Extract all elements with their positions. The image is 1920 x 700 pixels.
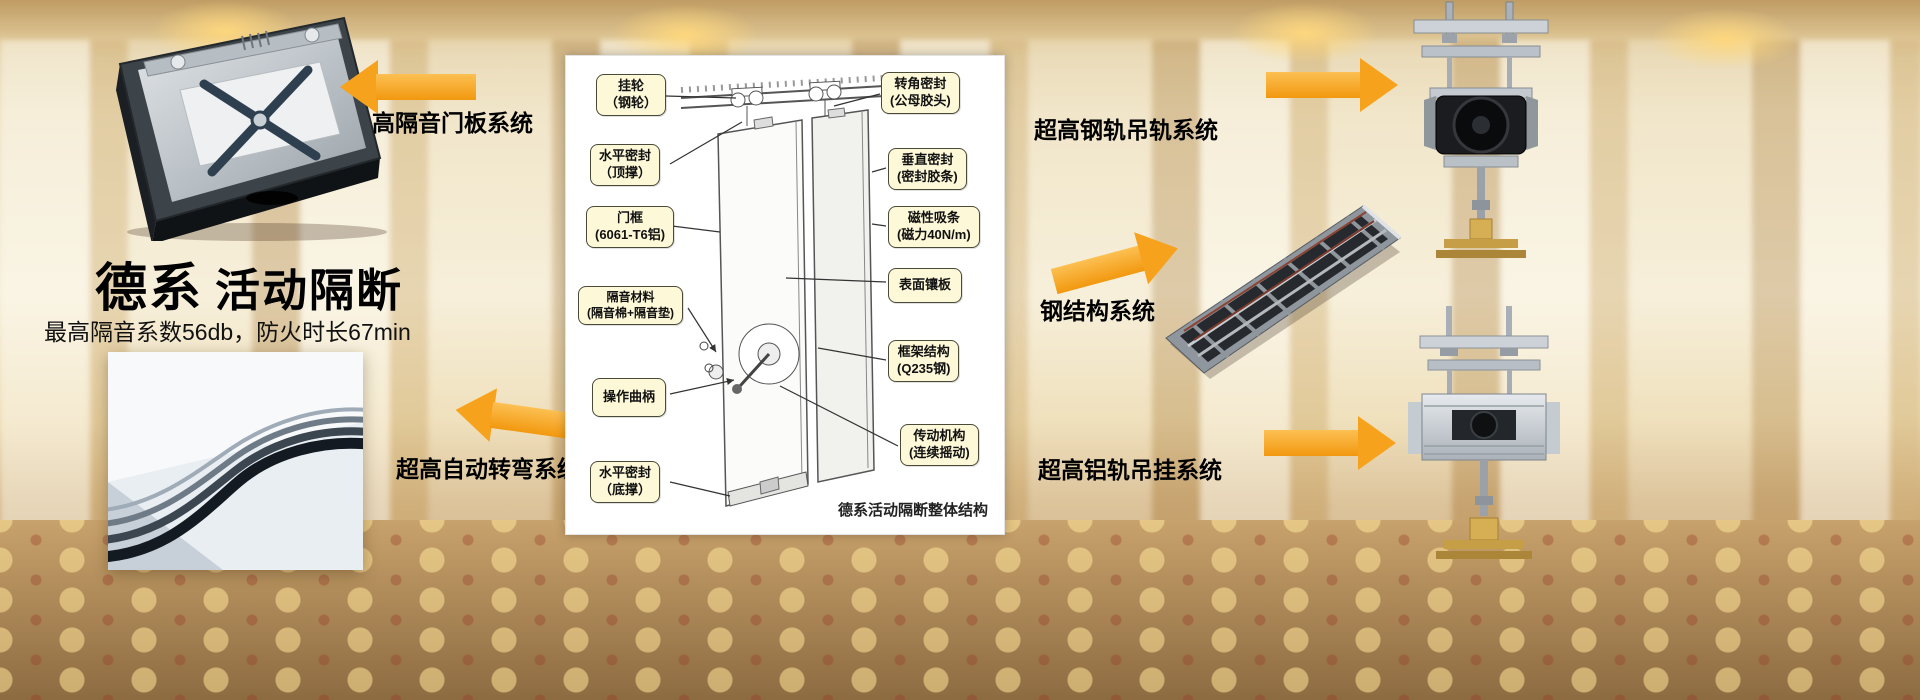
arrow-head-icon: [1360, 58, 1398, 112]
leader-lines: [665, 93, 899, 497]
arrow-head-icon: [340, 60, 378, 114]
photo-curve-track: [108, 352, 363, 570]
product-subtitle: 最高隔音系数56db，防火时长67min: [44, 319, 411, 345]
callout-vertical-seal: 垂直密封 (密封胶条): [888, 148, 967, 190]
partition-structure-drawing: [665, 75, 899, 507]
product-name: 活动隔断: [215, 265, 404, 316]
arrow-alu-rail-system: [1264, 416, 1396, 470]
arrow-shaft: [1266, 72, 1362, 98]
brand-name: 德系: [95, 260, 204, 318]
callout-bottom-seal: 水平密封 （底撑）: [590, 461, 661, 503]
front-door-panel: [717, 119, 809, 507]
chandelier-glow: [1230, 2, 1380, 64]
arrow-shaft: [1050, 245, 1147, 295]
chandelier-glow: [1650, 8, 1800, 70]
callout-surface-panel: 表面镶板: [888, 268, 963, 303]
diagram-caption: 德系活动隔断整体结构: [837, 502, 988, 519]
callout-hanger-wheel: 挂轮 （钢轮）: [596, 74, 667, 116]
curve-track-image: [108, 352, 363, 570]
photo-steel-rail-hanger: [1386, 0, 1576, 270]
structure-diagram-panel: 挂轮 （钢轮） 水平密封 （顶撑） 门框 (6061-T6铝) 隔音材料 (隔音…: [565, 55, 1005, 535]
callout-top-seal: 水平密封 （顶撑）: [590, 144, 661, 186]
label-steel-rail-system: 超高钢轨吊轨系统: [1034, 117, 1218, 143]
arrow-head-icon: [1358, 416, 1396, 470]
arrow-head-icon: [451, 383, 498, 442]
callout-magnetic-strip: 磁性吸条 (磁力40N/m): [888, 206, 980, 248]
roller-assembly: [730, 80, 842, 126]
label-auto-turn-system: 超高自动转弯系统: [396, 456, 580, 482]
photo-door-panel-mechanism: [92, 6, 387, 241]
callout-frame-structure: 框架结构 (Q235钢): [888, 340, 960, 382]
label-steel-structure-system: 钢结构系统: [1040, 298, 1155, 324]
callout-door-frame: 门框 (6061-T6铝): [586, 206, 675, 248]
callout-operating-crank: 操作曲柄: [592, 378, 667, 417]
callout-drive-mechanism: 传动机构 (连续摇动): [900, 424, 979, 466]
door-panel-mechanism-image: [116, 16, 387, 241]
arrow-steel-rail-system: [1266, 58, 1398, 112]
arrow-door-panel-system: [340, 60, 476, 114]
arrow-shaft: [376, 74, 476, 100]
callout-corner-seal: 转角密封 (公母胶头): [881, 72, 960, 114]
callout-acoustic-material: 隔音材料 (隔音棉+隔音垫): [578, 286, 684, 326]
alu-rail-hanger-image: [1408, 306, 1560, 559]
photo-steel-structure: [1158, 188, 1408, 383]
label-alu-rail-system: 超高铝轨吊挂系统: [1038, 457, 1222, 483]
arrow-shaft: [1264, 430, 1360, 456]
product-title: 德系活动隔断: [95, 246, 403, 321]
steel-rail-hanger-image: [1413, 1, 1549, 258]
label-door-panel-system: 高隔音门板系统: [372, 110, 533, 136]
photo-alu-rail-hanger: [1394, 306, 1574, 571]
steel-structure-image: [1165, 204, 1402, 379]
rear-door-panel: [811, 109, 875, 483]
